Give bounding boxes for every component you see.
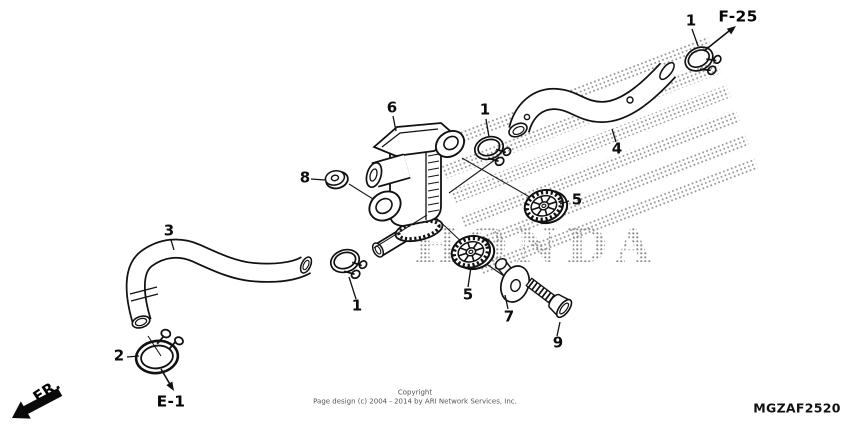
callout-5-grommet-lower[interactable]: 5 xyxy=(462,285,474,304)
callout-6-valve[interactable]: 6 xyxy=(386,98,398,117)
callout-leader-lines xyxy=(126,28,699,358)
assembly-axis-lines xyxy=(147,156,541,357)
callout-1-hose3[interactable]: 1 xyxy=(351,296,363,315)
callout-1-hose4-upper[interactable]: 1 xyxy=(685,11,697,30)
callout-3-hose-left[interactable]: 3 xyxy=(163,221,175,240)
copyright-notice: Copyright Page design (c) 2004 - 2014 by… xyxy=(313,389,517,406)
callout-2-clamp[interactable]: 2 xyxy=(113,346,125,365)
copyright-line2: Page design (c) 2004 - 2014 by ARI Netwo… xyxy=(313,397,517,405)
callout-9-bolt[interactable]: 9 xyxy=(552,333,564,352)
ref-e1[interactable]: E-1 xyxy=(156,392,186,411)
copyright-line1: Copyright xyxy=(397,388,433,397)
collar xyxy=(494,258,531,303)
callout-4-hose-right[interactable]: 4 xyxy=(611,139,623,158)
flange-bolt xyxy=(525,277,573,319)
honda-watermark: HONDA xyxy=(414,219,660,274)
callout-8-nut[interactable]: 8 xyxy=(299,168,311,187)
hose-right xyxy=(508,61,677,138)
f25-arrow xyxy=(703,26,736,52)
diagram-code: MGZAF2520 xyxy=(753,400,841,416)
nut xyxy=(324,170,349,190)
callout-1-hose4-lower[interactable]: 1 xyxy=(479,100,491,119)
hose-left xyxy=(125,238,313,329)
ref-f25[interactable]: F-25 xyxy=(718,7,758,26)
callout-7-collar[interactable]: 7 xyxy=(503,307,515,326)
watermark-stripes xyxy=(432,36,759,276)
hose-clamp xyxy=(131,324,190,378)
air-injection-solenoid-valve xyxy=(365,122,466,258)
e1-arrow xyxy=(160,368,174,391)
axis-line-outlet xyxy=(373,214,428,249)
front-direction-arrow xyxy=(12,388,63,419)
callout-5-grommet-upper[interactable]: 5 xyxy=(571,190,583,209)
